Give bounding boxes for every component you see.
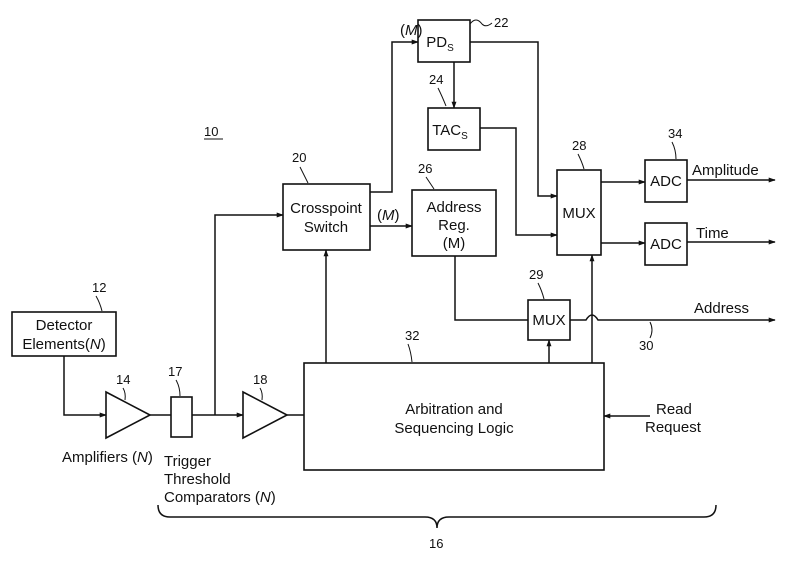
comparator-17-block — [170, 396, 193, 438]
mux-address-label: MUX — [532, 312, 565, 329]
adc-time-block — [644, 222, 688, 266]
address-reg-line1: Address — [426, 199, 481, 216]
adc-amplitude-block — [644, 159, 688, 203]
signal-address-ref: 30 — [639, 338, 653, 353]
tac-leader — [437, 87, 447, 107]
caption-trigger-line3: Comparators (N) — [164, 489, 276, 506]
mux-main-label: MUX — [562, 205, 595, 222]
adc-amplitude-leader — [671, 141, 677, 160]
wire-tac-to-mux — [480, 127, 558, 238]
pd-block — [417, 19, 471, 63]
brace-ref: 16 — [429, 536, 443, 551]
arbitration-line2: Sequencing Logic — [394, 420, 514, 437]
detector-line1: Detector — [36, 317, 93, 334]
amplifier-14-ref: 14 — [116, 372, 130, 387]
detector-ref: 12 — [92, 280, 106, 295]
detector-leader — [95, 295, 103, 312]
address-reg-leader — [425, 176, 435, 190]
wire-pd-to-mux — [470, 41, 558, 199]
read-request-line1: Read — [656, 401, 692, 418]
mux-address-ref: 29 — [529, 267, 543, 282]
signal-address-leader — [649, 321, 653, 339]
address-reg-block — [411, 189, 497, 257]
mux-main-leader — [577, 153, 585, 170]
arbitration-line1: Arbitration and — [405, 401, 503, 418]
address-reg-ref: 26 — [418, 161, 432, 176]
caption-amplifiers: Amplifiers (N) — [62, 449, 153, 466]
tac-ref: 24 — [429, 72, 443, 87]
signal-address: Address — [694, 300, 749, 317]
crosspoint-line2: Switch — [304, 219, 348, 236]
pd-leader — [469, 19, 493, 27]
wire-address-reg-to-mux — [454, 256, 528, 321]
comparator-17-ref: 17 — [168, 364, 182, 379]
pd-ref: 22 — [494, 15, 508, 30]
signal-m-top: (M) — [400, 22, 423, 39]
adc-time-label: ADC — [650, 236, 682, 253]
wire-comparator-to-crosspoint — [214, 212, 284, 415]
caption-trigger-line2: Threshold — [164, 471, 231, 488]
pd-label: PDS — [426, 34, 454, 54]
address-reg-line2: Reg. — [438, 217, 470, 234]
detector-elements-block — [11, 311, 117, 357]
mux-main-block — [556, 169, 602, 256]
signal-m-mid: (M) — [377, 207, 400, 224]
amplifier-18-ref: 18 — [253, 372, 267, 387]
wire-detector-to-amp — [63, 356, 107, 418]
arbitration-ref: 32 — [405, 328, 419, 343]
signal-amplitude: Amplitude — [692, 162, 759, 179]
adc-amplitude-label: ADC — [650, 173, 682, 190]
group-brace — [157, 504, 717, 529]
comparator-17-leader — [175, 379, 181, 397]
wire-address-output — [570, 314, 776, 323]
crosspoint-ref: 20 — [292, 150, 306, 165]
amplifier-18-triangle — [242, 390, 289, 440]
arbitration-leader — [407, 343, 413, 363]
amplifier-14-triangle — [105, 390, 152, 440]
crosspoint-line1: Crosspoint — [290, 200, 363, 217]
mux-address-leader — [537, 282, 545, 300]
adc-amplitude-ref: 34 — [668, 126, 682, 141]
amplifier-14-leader — [122, 387, 126, 401]
amplifier-18-leader — [259, 387, 263, 401]
crosspoint-switch-block — [282, 183, 371, 251]
mux-address-block — [527, 299, 571, 341]
caption-trigger-line1: Trigger — [164, 453, 211, 470]
tac-label: TACS — [432, 122, 468, 142]
address-reg-line3: (M) — [443, 235, 466, 252]
figure-ref: 10 — [204, 124, 218, 139]
mux-main-ref: 28 — [572, 138, 586, 153]
arbitration-logic-block — [303, 362, 605, 471]
detector-line2: Elements(N) — [22, 336, 105, 353]
crosspoint-leader — [299, 166, 309, 184]
read-request-line2: Request — [645, 419, 702, 436]
wire-crosspoint-to-pd — [370, 39, 419, 193]
signal-time: Time — [696, 225, 729, 242]
